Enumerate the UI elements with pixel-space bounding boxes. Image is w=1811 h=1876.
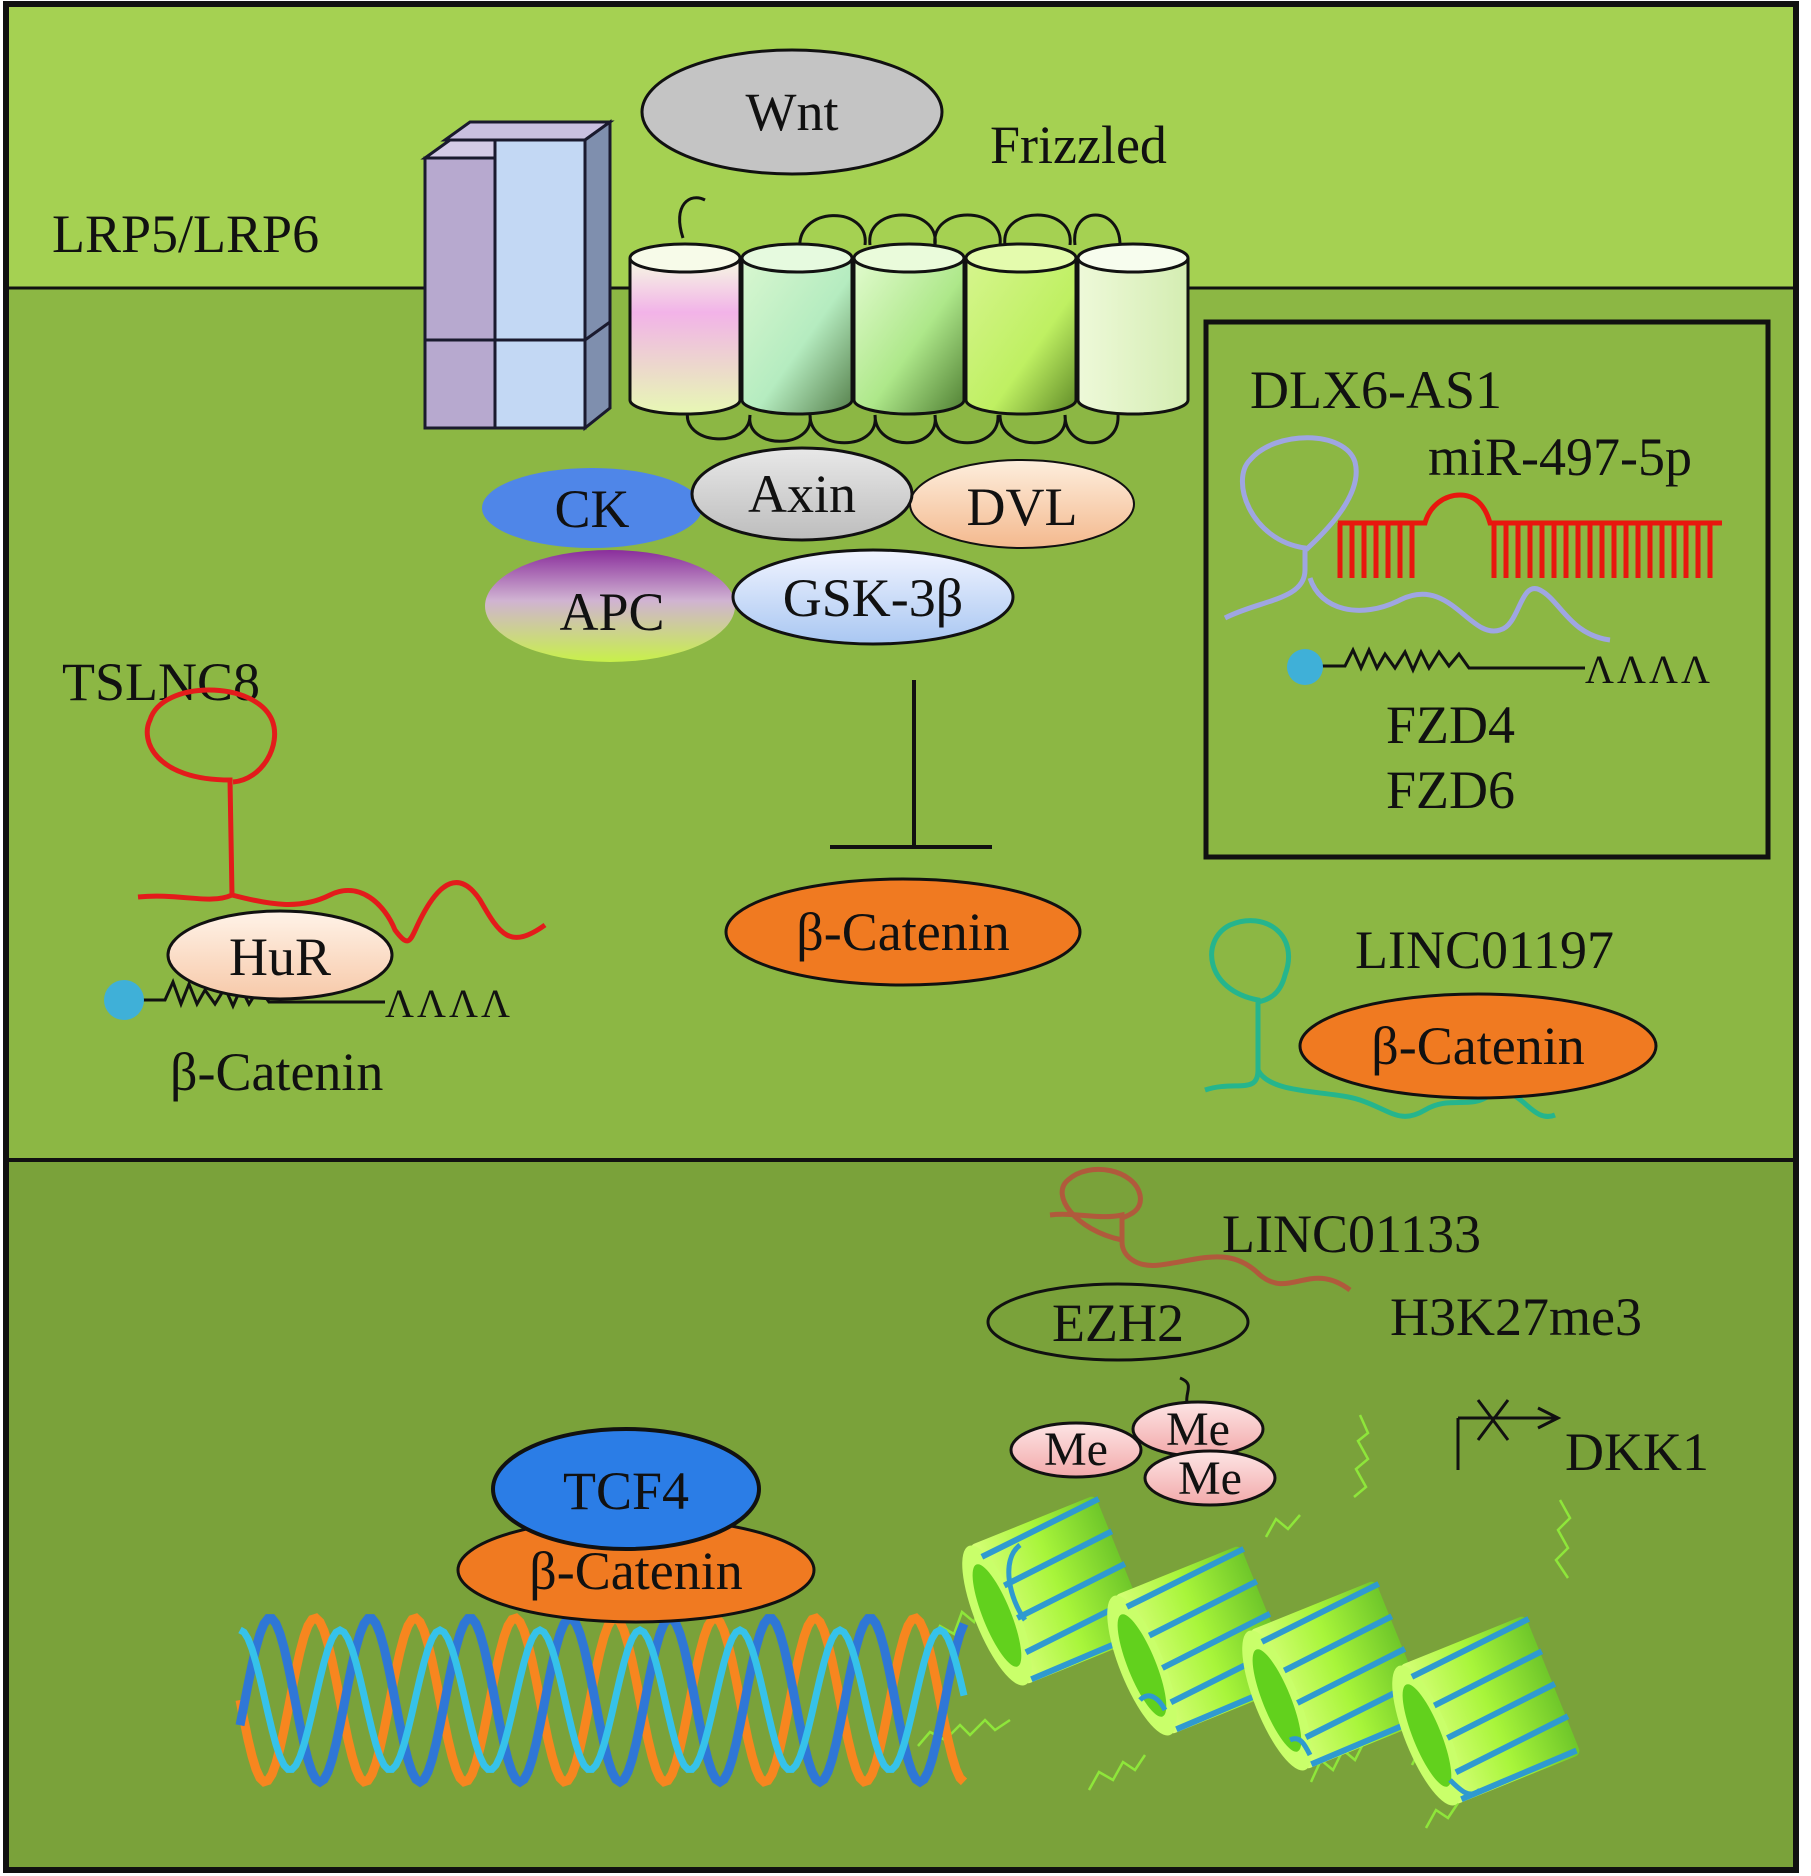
beta-catenin-cytoplasmic: β-Catenin: [724, 877, 1082, 987]
frizzled-extracellular-loops: [798, 213, 1122, 251]
methyl-group-1: Me: [1009, 1421, 1143, 1479]
linker-dna: [1006, 1543, 1482, 1797]
methyl-group-2: Me: [1131, 1400, 1265, 1458]
methyl-label-1: Me: [1044, 1423, 1108, 1476]
gsk3b-protein: GSK-3β: [731, 548, 1015, 646]
nucleosome-3: [1242, 1581, 1430, 1771]
dvl-protein: DVL: [909, 459, 1135, 549]
dlx6-as1-label: DLX6-AS1: [1250, 360, 1502, 420]
ezh2-protein: EZH2: [986, 1282, 1250, 1362]
figure-border: [3, 1, 1799, 1873]
linc01133-rna-strand: [1049, 1166, 1352, 1293]
tslnc8-target-label: β-Catenin: [170, 1042, 383, 1102]
mrna-cap-icon: [104, 980, 144, 1020]
dlx6-mrna-strand: [1322, 646, 1585, 674]
nucleosome-4: [1392, 1616, 1580, 1806]
dna-double-helix-icon: [235, 1613, 969, 1788]
tcf4-label: TCF4: [563, 1461, 689, 1521]
dna-strand-blue: [235, 1614, 969, 1788]
linc01197-protein-label: β-Catenin: [1371, 1016, 1584, 1076]
axin-label: Axin: [748, 464, 856, 524]
methyl-label-3: Me: [1178, 1452, 1242, 1505]
tcf4-protein: TCF4: [491, 1427, 761, 1551]
beta-catenin-nuclear-label: β-Catenin: [529, 1541, 742, 1601]
beta-catenin-nuclear: β-Catenin: [456, 1516, 816, 1624]
gsk3b-label: GSK-3β: [783, 568, 963, 628]
ck-protein: CK: [482, 468, 702, 548]
linc01133-label: LINC01133: [1222, 1204, 1481, 1264]
fzd4-label: FZD4: [1386, 695, 1515, 755]
fzd6-label: FZD6: [1386, 760, 1515, 820]
linc01197-label: LINC01197: [1355, 920, 1614, 980]
methyl-group-3: Me: [1143, 1449, 1277, 1507]
apc-protein: APC: [485, 550, 735, 662]
tslnc8-polya: ΛΛΛΛ: [385, 981, 513, 1026]
frizzled-intracellular-loops: [686, 409, 1120, 445]
dkk1-label: DKK1: [1565, 1422, 1709, 1482]
dna-strand-cyan: [238, 1626, 968, 1773]
mir-497-label: miR-497-5p: [1428, 427, 1692, 487]
mrna-cap-icon-2: [1287, 649, 1323, 685]
beta-catenin-linc01197: β-Catenin: [1298, 992, 1658, 1100]
dlx6-polya: ΛΛΛΛ: [1585, 647, 1713, 692]
h3k27me3-label: H3K27me3: [1390, 1287, 1642, 1347]
frizzled-receptor-icon: [628, 196, 1190, 445]
frizzled-n-terminus: [678, 196, 706, 239]
apc-label: APC: [559, 582, 664, 642]
hur-protein: HuR: [166, 909, 394, 1001]
blocked-transcription-arrow: [1456, 1399, 1562, 1470]
dlx6-as1-rna-strand: [1223, 435, 1611, 643]
dvl-label: DVL: [967, 477, 1078, 537]
ezh2-label: EZH2: [1052, 1293, 1184, 1353]
ck-label: CK: [554, 479, 629, 539]
axin-protein: Axin: [690, 446, 914, 542]
mirna-duplex-icon: [1337, 492, 1722, 578]
tslnc8-rna-strand: [137, 687, 547, 944]
nucleosome-1: [962, 1496, 1150, 1686]
hur-label: HuR: [229, 927, 331, 987]
frizzled-label: Frizzled: [990, 115, 1167, 175]
wnt-label: Wnt: [746, 82, 839, 142]
beta-catenin-center-label: β-Catenin: [796, 902, 1009, 962]
lrp-label: LRP5/LRP6: [52, 204, 319, 264]
inhibition-arrow: [830, 680, 992, 849]
methyl-label-2: Me: [1166, 1403, 1230, 1456]
lrp-coreceptor-icon: [420, 119, 615, 432]
dlx6-as1-box: [1203, 319, 1771, 860]
wnt-ligand: Wnt: [640, 48, 944, 176]
